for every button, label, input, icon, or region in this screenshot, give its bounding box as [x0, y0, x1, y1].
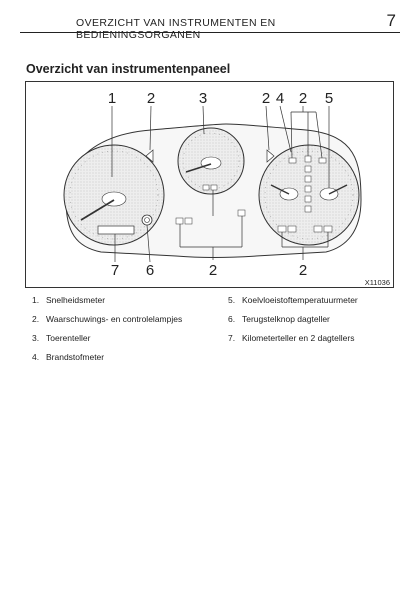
callout-3: 3 [199, 90, 207, 107]
legend-item-trip-reset: 6.Terugstelknop dagteller [228, 314, 330, 324]
legend-item-odometer: 7.Kilometerteller en 2 dagtellers [228, 333, 355, 343]
figure-code: X11036 [365, 278, 390, 287]
callout-6: 6 [146, 262, 154, 279]
callout-2-warning-group: 2 [299, 90, 307, 107]
legend-item-speedometer: 1.Snelheidsmeter [32, 295, 106, 305]
legend-item-coolant-temp: 5.Koelvloeistoftemperatuurmeter [228, 295, 358, 305]
legend-item-warning-lamps: 2.Waarschuwings- en controlelampjes [32, 314, 183, 324]
section-title: Overzicht van instrumentenpaneel [26, 62, 231, 76]
turn-signal-right-icon [266, 149, 275, 163]
callout-4: 4 [276, 90, 284, 107]
callout-2-warning-left: 2 [147, 90, 155, 107]
callout-5: 5 [325, 90, 333, 107]
callout-1: 1 [108, 90, 116, 107]
header-title: OVERZICHT VAN INSTRUMENTEN EN BEDIENINGS… [76, 17, 276, 41]
callout-7: 7 [111, 262, 119, 279]
fuel-temperature-gauge [258, 144, 360, 246]
legend-item-fuel-gauge: 4.Brandstofmeter [32, 352, 105, 362]
center-warning-lamps [175, 209, 246, 225]
speedometer-gauge [63, 144, 165, 246]
turn-signal-left-icon [145, 149, 154, 163]
page-number: 7 [386, 11, 396, 30]
callout-2-warning-right: 2 [262, 90, 270, 107]
callout-leader-lines [111, 105, 330, 263]
page-header: OVERZICHT VAN INSTRUMENTEN EN BEDIENINGS… [20, 10, 400, 41]
callout-2-bottom-center: 2 [209, 262, 217, 279]
callout-2-bottom-right: 2 [299, 262, 307, 279]
legend-item-tachometer: 3.Toerenteller [32, 333, 91, 343]
instrument-panel-figure: 1 2 3 2 4 2 5 7 6 2 2 X11036 [25, 81, 394, 288]
instrument-panel-illustration: 1 2 3 2 4 2 5 7 6 2 2 X11036 [63, 90, 390, 287]
tachometer-gauge [177, 127, 245, 195]
